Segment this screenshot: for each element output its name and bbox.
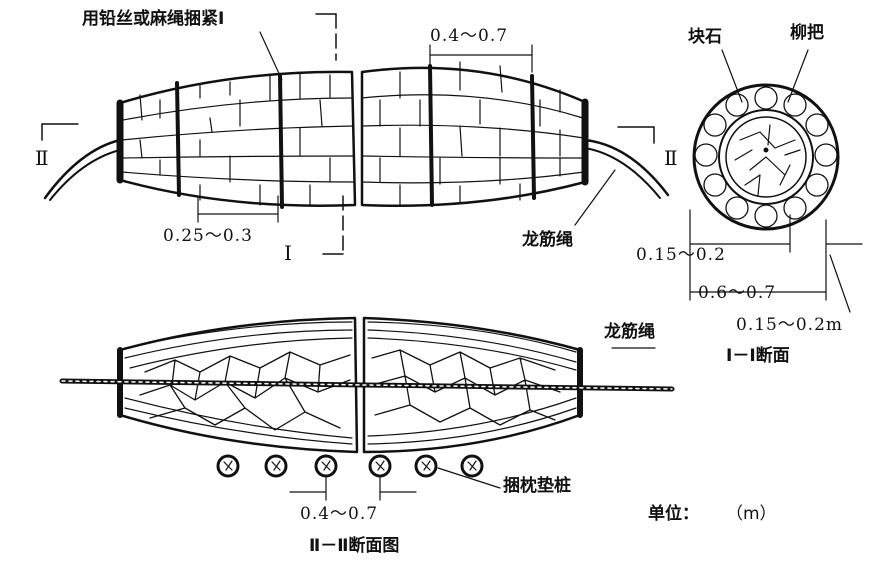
section-mark-I-bottom: Ⅰ [284, 241, 292, 265]
section-II-drawing [59, 316, 675, 501]
unit-value: （m） [726, 504, 777, 524]
rope-label-bottom: 龙筋绳 [604, 322, 655, 342]
plan-view-right-half [360, 61, 670, 226]
section-I-title: Ⅰ－Ⅰ断面 [726, 346, 790, 366]
section-I-drawing [689, 49, 863, 313]
unit-label: 单位： [648, 504, 699, 524]
section-mark-II-right: Ⅱ [664, 146, 678, 170]
dim-band-lines [197, 195, 279, 223]
dim-top-lines [429, 44, 533, 73]
dim-top-label: 0.4～0.7 [430, 26, 509, 46]
dim-diameter-label: 0.6～0.7 [698, 283, 777, 303]
dim-shell-label: 0.15～0.2m [736, 315, 844, 335]
section-I-cut-line [315, 13, 344, 255]
section-II-cut-line [41, 123, 655, 144]
willow-label: 柳把 [790, 23, 824, 43]
piles-label: 捆枕垫桩 [503, 476, 571, 496]
dim-ring-label: 0.15～0.2 [636, 245, 726, 265]
stone-label: 块石 [688, 27, 722, 47]
section-II-title: Ⅱ－Ⅱ断面图 [309, 536, 400, 556]
binding-label: 用铅丝或麻绳捆紧Ⅰ [82, 9, 225, 29]
dim-band-label: 0.25～0.3 [163, 226, 253, 246]
rope-label-top: 龙筋绳 [522, 230, 573, 250]
plan-view-left-half [43, 31, 357, 209]
section-mark-II-left: Ⅱ [35, 146, 49, 170]
dim-pile-gap-label: 0.4～0.7 [300, 504, 379, 524]
